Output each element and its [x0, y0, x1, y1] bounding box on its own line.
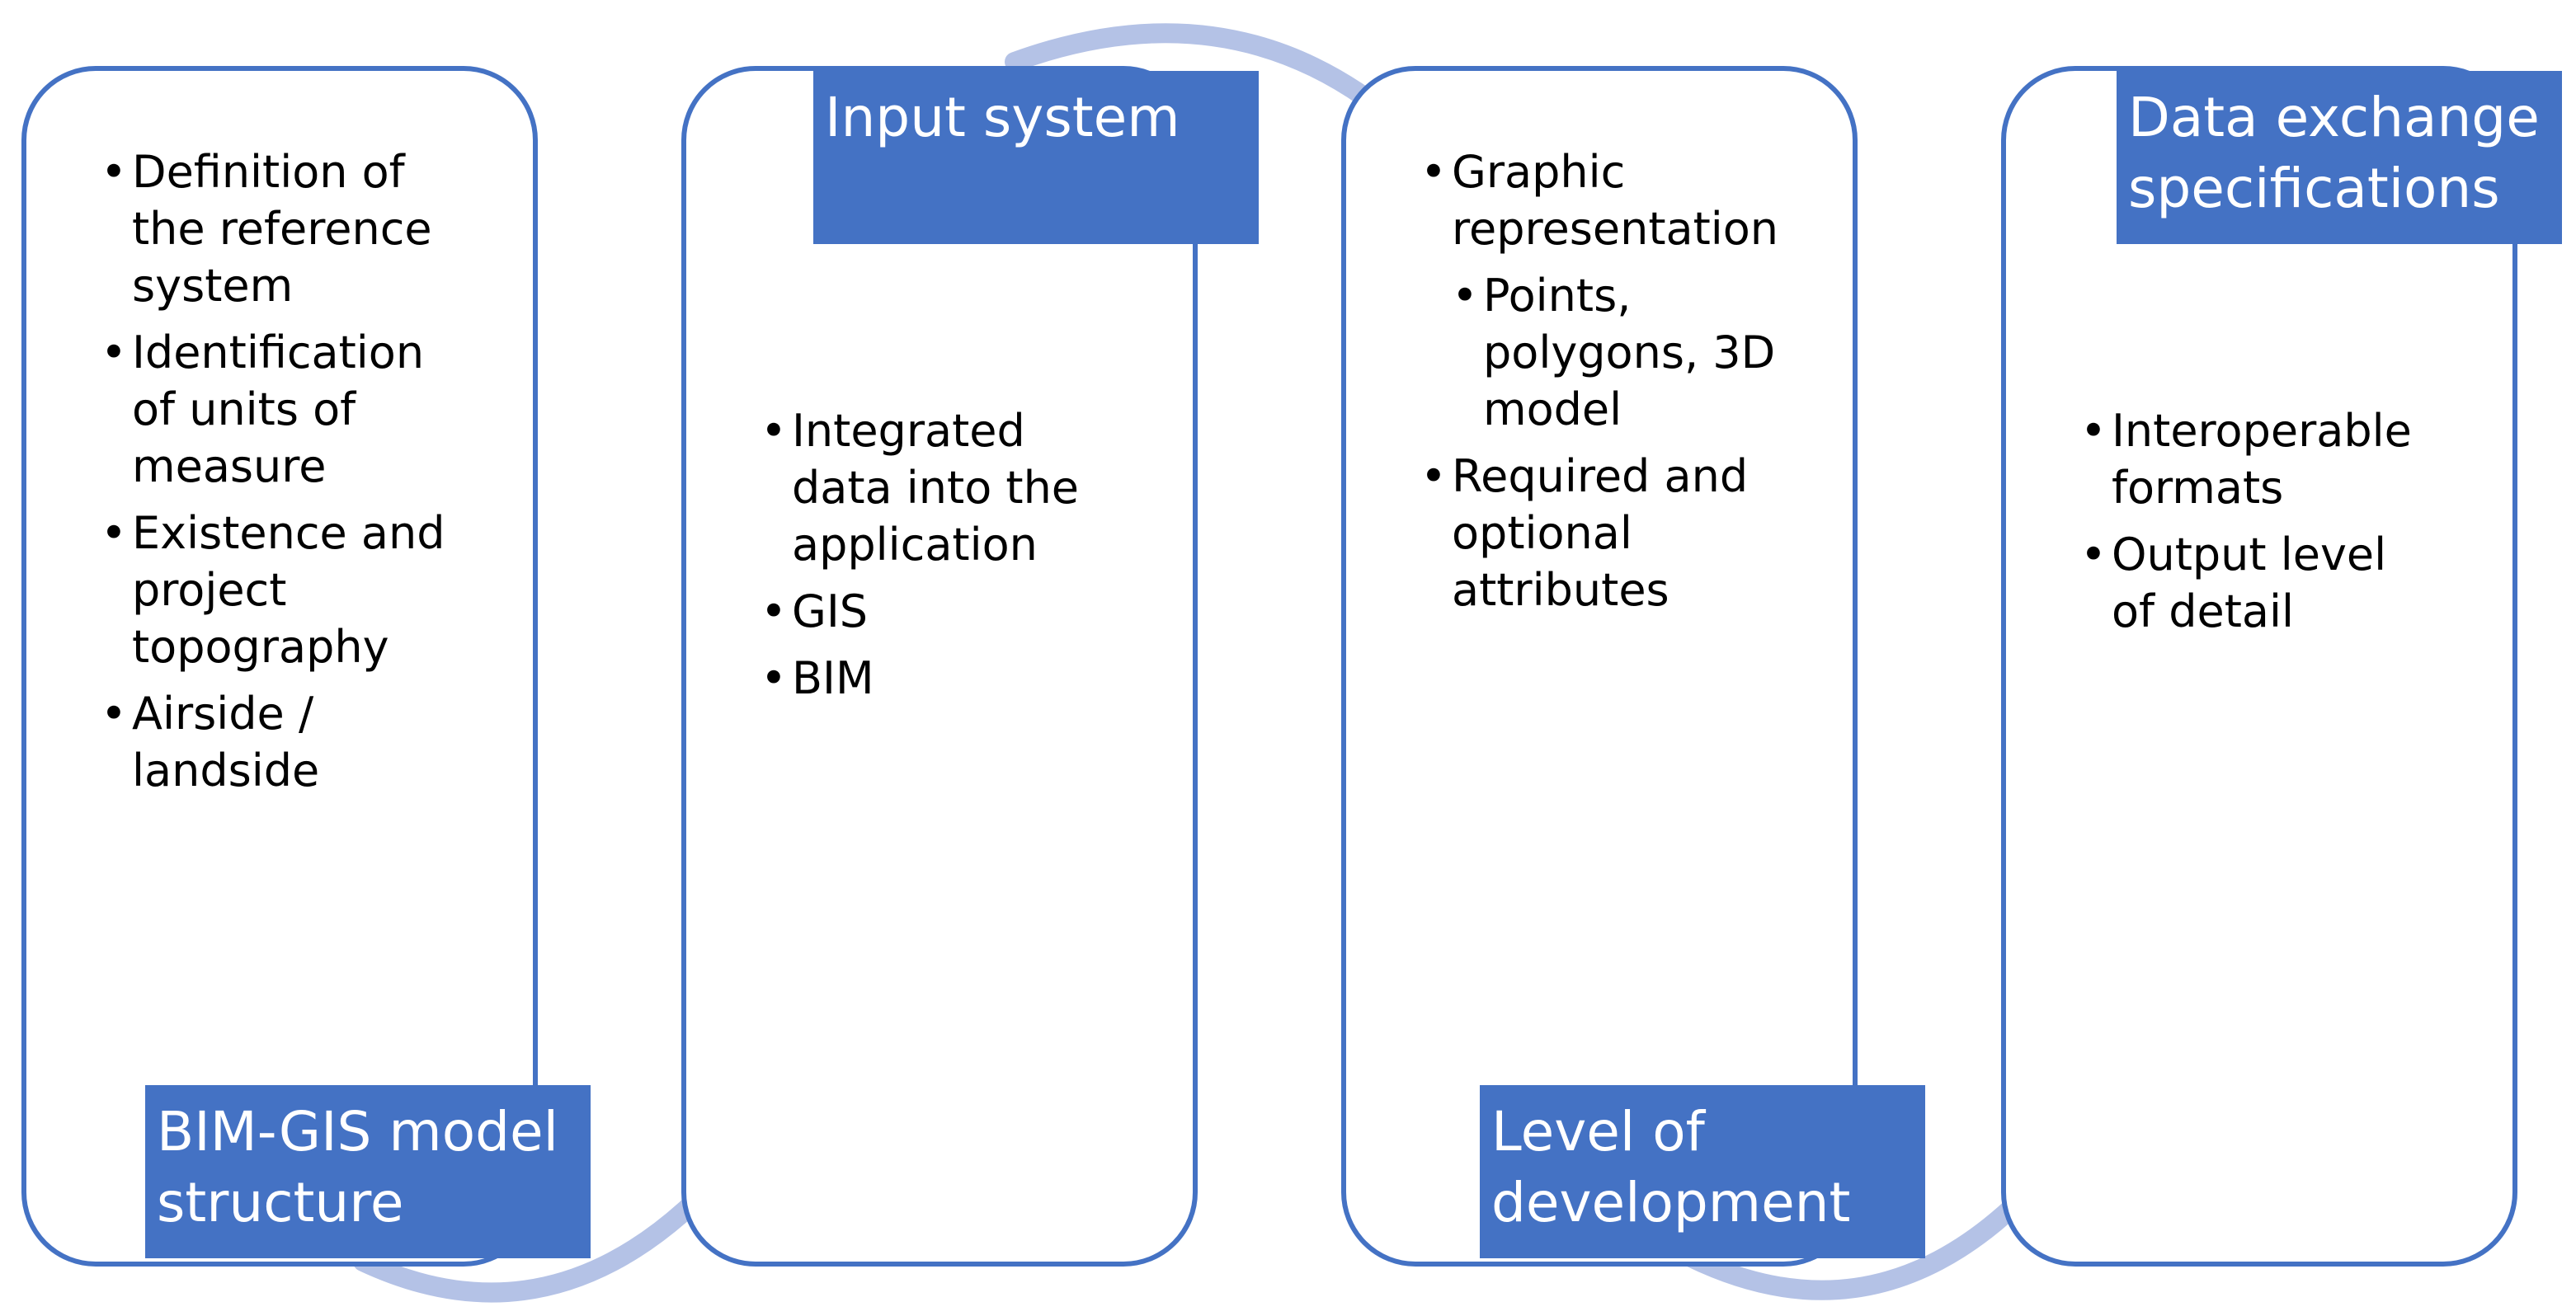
bullet-item: Definition of the reference system: [101, 143, 464, 314]
stage-bullets-level-of-development: Graphic representation Points, polygons,…: [1420, 143, 1783, 628]
bullet-item: Points, polygons, 3D model: [1452, 267, 1783, 438]
bullet-item: Graphic representation: [1420, 143, 1783, 257]
stage-label-line: Input system: [825, 86, 1180, 149]
stage-card-level-of-development: [1341, 66, 1858, 1267]
stage-label-data-exchange: Data exchange specifications: [2117, 71, 2562, 244]
bullet-item: Identification of units of measure: [101, 324, 464, 495]
stage-label-model-structure: BIM-GIS model structure: [145, 1085, 591, 1258]
stage-label-line: Data exchange: [2128, 86, 2540, 149]
stage-label-line: Level of: [1491, 1100, 1705, 1163]
bullet-item: Existence and project topography: [101, 505, 464, 675]
bullet-item: Output level of detail: [2080, 526, 2443, 640]
stage-label-input-system: Input system: [813, 71, 1259, 244]
stage-label-line: structure: [157, 1171, 404, 1234]
stage-card-data-exchange: [2001, 66, 2517, 1267]
stage-bullets-model-structure: Definition of the reference system Ident…: [101, 143, 464, 809]
bullet-item: Interoperable formats: [2080, 402, 2443, 516]
bullet-item: Airside / landside: [101, 685, 464, 799]
stage-bullets-data-exchange: Interoperable formats Output level of de…: [2080, 402, 2443, 650]
stage-label-level-of-development: Level of development: [1480, 1085, 1925, 1258]
bullet-item: Integrated data into the application: [761, 402, 1123, 573]
bullet-item: Required and optional attributes: [1420, 448, 1783, 618]
stage-label-line: development: [1491, 1171, 1851, 1234]
stage-bullets-input-system: Integrated data into the application GIS…: [761, 402, 1123, 717]
bullet-item: BIM: [761, 650, 1123, 707]
stage-label-line: specifications: [2128, 157, 2500, 220]
bullet-item: GIS: [761, 583, 1123, 640]
stage-label-line: BIM-GIS model: [157, 1100, 558, 1163]
